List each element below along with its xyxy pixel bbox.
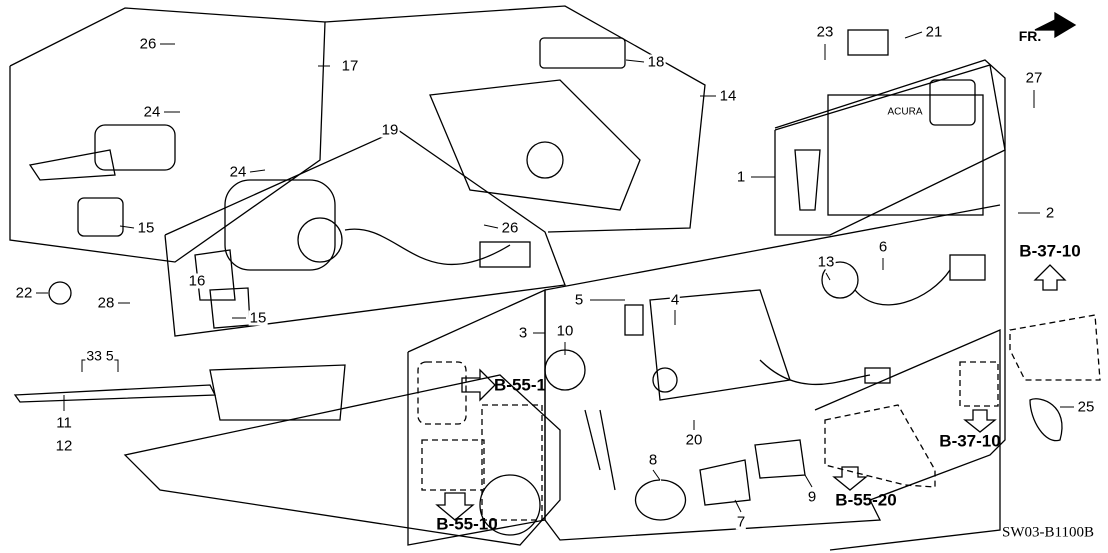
emblem-text: ACURA xyxy=(887,106,923,118)
arrow-down-icon xyxy=(435,492,475,521)
part-label-20: 20 xyxy=(684,431,704,449)
part-label-10: 10 xyxy=(555,322,575,340)
reference-b-37-10[interactable]: B-37-10 xyxy=(1019,241,1081,261)
part-label-9: 9 xyxy=(806,488,818,506)
part-label-2: 2 xyxy=(1044,204,1056,222)
group-19-boundary xyxy=(164,129,566,337)
diagram-code: SW03-B1100B xyxy=(1002,524,1094,541)
part-label-21: 21 xyxy=(924,23,944,41)
part-label-27: 27 xyxy=(1024,69,1044,87)
part-label-22: 22 xyxy=(14,284,34,302)
part-label-14: 14 xyxy=(718,87,738,105)
dashed-box-b37-10b xyxy=(1009,314,1101,381)
part-label-11: 11 xyxy=(55,414,73,432)
part-label-15: 15 xyxy=(136,219,156,237)
group-3-boundary xyxy=(407,288,546,546)
part-label-13: 13 xyxy=(816,253,836,271)
reference-b-37-10[interactable]: B-37-10 xyxy=(939,431,1001,451)
arrow-down-icon xyxy=(963,409,997,433)
group-lower-right-boundary xyxy=(814,329,1001,551)
dashed-box-lock xyxy=(481,404,543,521)
reference-b-55-10[interactable]: B-55-10 xyxy=(436,514,498,534)
part-label-6: 6 xyxy=(877,238,889,256)
arrow-right-icon xyxy=(461,368,496,402)
front-direction-label: FR. xyxy=(1018,28,1042,44)
dashed-box-b55-1 xyxy=(417,361,467,425)
part-label-3: 3 xyxy=(517,324,529,342)
key-dimensions: 33 5 xyxy=(85,347,115,364)
part-label-19: 19 xyxy=(380,121,400,139)
part-label-26: 26 xyxy=(500,219,520,237)
reference-b-55-1[interactable]: B-55-1 xyxy=(494,375,546,395)
dashed-box-b55-20 xyxy=(824,404,936,488)
part-label-7: 7 xyxy=(735,513,747,531)
dashed-box-b55-10 xyxy=(421,439,485,491)
part-sketches xyxy=(13,11,1077,546)
part-label-12: 12 xyxy=(54,437,74,455)
group-17-boundary xyxy=(9,7,326,263)
part-label-18: 18 xyxy=(646,53,666,71)
part-label-25: 25 xyxy=(1076,398,1096,416)
part-label-17: 17 xyxy=(340,57,360,75)
dashed-box-b37-10a xyxy=(959,361,999,407)
part-label-15: 15 xyxy=(248,309,268,327)
part-label-1: 1 xyxy=(735,168,747,186)
part-label-4: 4 xyxy=(669,291,681,309)
group-14-boundary xyxy=(324,5,706,233)
reference-b-55-20[interactable]: B-55-20 xyxy=(835,490,897,510)
part-label-5: 5 xyxy=(573,291,585,309)
part-label-23: 23 xyxy=(815,23,835,41)
arrow-down-icon xyxy=(832,466,868,491)
part-label-26: 26 xyxy=(138,35,158,53)
arrow-up-icon xyxy=(1033,264,1067,291)
group-1-boundary xyxy=(774,64,1006,236)
part-label-8: 8 xyxy=(647,451,659,469)
part-label-24: 24 xyxy=(142,103,162,121)
part-label-24: 24 xyxy=(228,163,248,181)
part-label-16: 16 xyxy=(187,272,207,290)
part-label-28: 28 xyxy=(96,294,116,312)
front-arrow-icon xyxy=(1034,11,1077,39)
